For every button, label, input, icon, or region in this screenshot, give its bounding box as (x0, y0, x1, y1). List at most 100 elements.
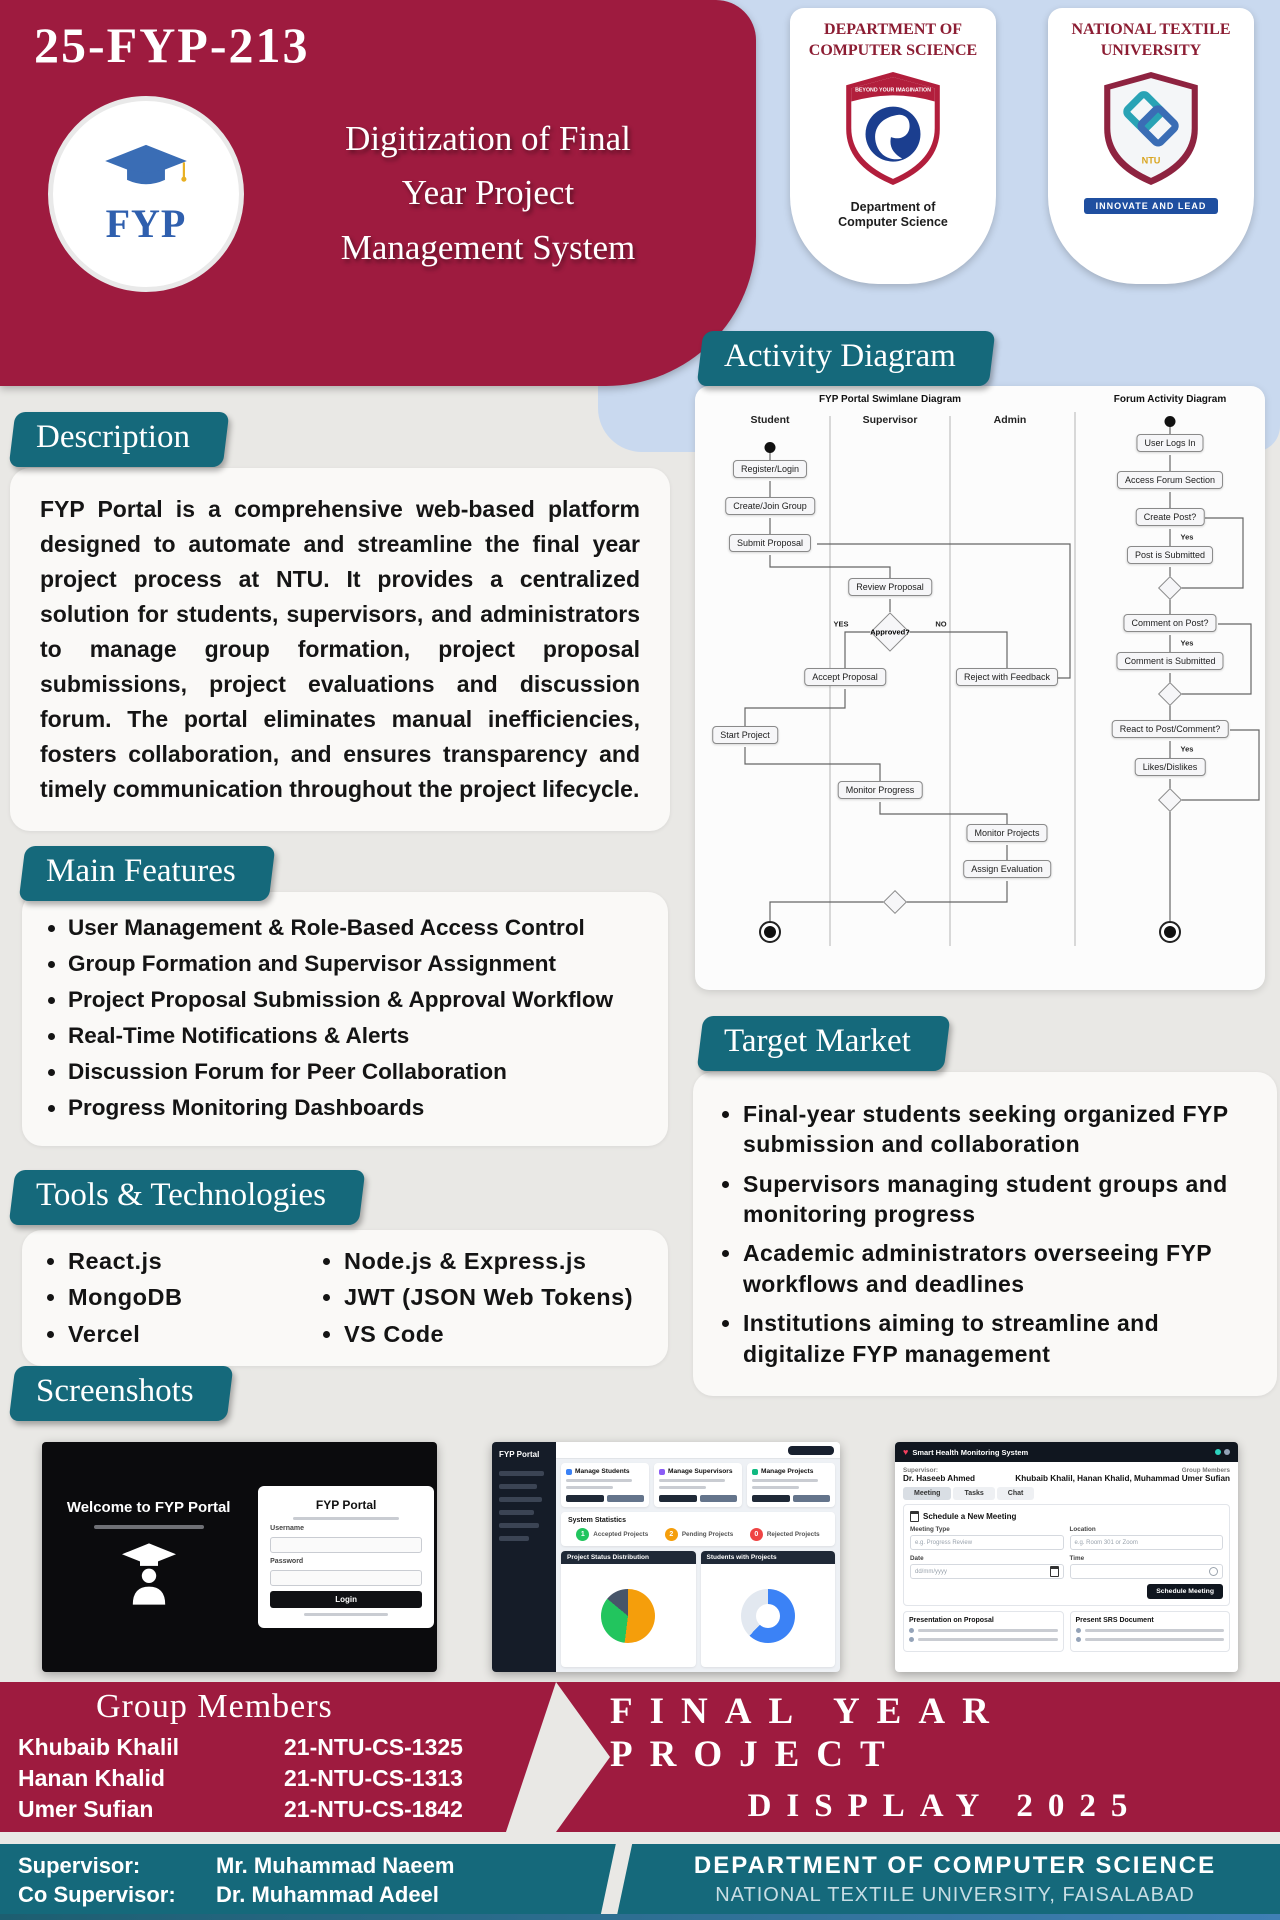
bullet-icon (1075, 1637, 1081, 1642)
login-card: FYP Portal Username Password Login (258, 1486, 435, 1628)
node-post-submitted: Post is Submitted (1126, 546, 1214, 564)
card-action-button[interactable] (699, 1495, 737, 1502)
tool-item: JWT (JSON Web Tokens) (344, 1281, 633, 1314)
supervisor-label: Supervisor: (903, 1467, 938, 1474)
label-yes: Yes (1180, 532, 1194, 542)
sidebar-item[interactable] (499, 1497, 542, 1502)
meeting-type-input[interactable]: e.g. Progress Review (910, 1535, 1064, 1550)
signup-link[interactable] (304, 1613, 388, 1616)
node-create-join-group: Create/Join Group (725, 497, 815, 515)
fyp-logo-text: FYP (105, 200, 187, 246)
tab-chat[interactable]: Chat (996, 1487, 1035, 1500)
dept-cs-title: DEPARTMENT OF COMPUTER SCIENCE (808, 21, 978, 59)
calendar-icon (910, 1511, 919, 1522)
location-label: Location (1069, 1526, 1096, 1533)
pie-chart (601, 1588, 656, 1643)
ntu-shield-icon: NTU (1100, 70, 1202, 192)
display-banner: FINAL YEAR PROJECT DISPLAY 2025 (556, 1682, 1280, 1832)
sidebar-item[interactable] (499, 1536, 529, 1541)
time-input[interactable] (1069, 1564, 1223, 1579)
node-assign-evaluation: Assign Evaluation (963, 860, 1051, 878)
svg-text:NTU: NTU (1142, 155, 1161, 165)
node-monitor-progress: Monitor Progress (837, 781, 923, 799)
node-review-proposal: Review Proposal (848, 578, 932, 596)
srs-panel: Present SRS Document (1069, 1611, 1230, 1652)
time-label: Time (1069, 1555, 1085, 1562)
banner-line1: FINAL YEAR PROJECT (610, 1690, 1006, 1775)
tool-item: Vercel (68, 1318, 318, 1351)
members-label: Group Members (1181, 1467, 1230, 1474)
schedule-meeting-form: Schedule a New Meeting Meeting Type e.g.… (903, 1504, 1230, 1606)
activity-diagram: FYP Portal Swimlane Diagram Student Supe… (695, 386, 1265, 990)
welcome-subtext (93, 1525, 204, 1529)
graduation-cap-icon (102, 142, 190, 198)
sidebar-item[interactable] (499, 1523, 539, 1528)
card-action-button[interactable] (752, 1495, 790, 1502)
node-accept-proposal: Accept Proposal (804, 668, 886, 686)
group-members-heading: Group Members (96, 1688, 333, 1725)
students-icon (566, 1468, 572, 1475)
target-market-panel: Final-year students seeking organized FY… (693, 1072, 1277, 1396)
node-register-login: Register/Login (732, 460, 808, 478)
login-button[interactable]: Login (270, 1591, 423, 1608)
node-submit-proposal: Submit Proposal (728, 534, 812, 552)
section-description-heading: Description (12, 412, 226, 467)
forum-end-node (1159, 921, 1181, 943)
fyp-logo: FYP (48, 96, 244, 292)
feature-item: Real-Time Notifications & Alerts (68, 1020, 646, 1052)
target-item: Institutions aiming to streamline and di… (743, 1308, 1253, 1369)
login-card-pane: FYP Portal Username Password Login (255, 1442, 437, 1672)
donut-chart (740, 1588, 795, 1643)
target-item: Supervisors managing student groups and … (743, 1169, 1253, 1230)
section-screenshots-heading: Screenshots (12, 1366, 230, 1421)
password-input[interactable] (270, 1570, 423, 1586)
project-id: 25-FYP-213 (34, 17, 310, 73)
footer-text: DEPARTMENT OF COMPUTER SCIENCE NATIONAL … (693, 1852, 1217, 1906)
tool-item: React.js (68, 1245, 318, 1278)
proposal-panel: Presentation on Proposal (903, 1611, 1064, 1652)
node-create-post: Create Post? (1135, 508, 1205, 526)
tab-tasks[interactable]: Tasks (953, 1487, 995, 1500)
sidebar-item[interactable] (499, 1471, 544, 1476)
dashboard-sidebar: FYP Portal (492, 1442, 556, 1672)
card-action-button[interactable] (566, 1495, 604, 1502)
topbar-user-button[interactable] (788, 1446, 834, 1455)
tools-list-col1: React.js MongoDB Vercel (42, 1242, 318, 1354)
login-card-subtext (292, 1517, 400, 1520)
poster-title: Digitization of Final Year Project Manag… (340, 119, 636, 267)
svg-text:BEYOND YOUR IMAGINATION: BEYOND YOUR IMAGINATION (855, 87, 931, 93)
forum-start-node (1164, 416, 1176, 427)
login-card-title: FYP Portal (315, 1498, 377, 1512)
node-react-post-comment: React to Post/Comment? (1111, 720, 1229, 738)
forum-title: Forum Activity Diagram (1113, 394, 1227, 405)
tools-panel: React.js MongoDB Vercel Node.js & Expres… (22, 1230, 668, 1367)
meeting-type-label: Meeting Type (910, 1526, 950, 1533)
students-projects-chart: Students with Projects (700, 1551, 835, 1667)
card-action-button[interactable] (606, 1495, 644, 1502)
username-input[interactable] (270, 1537, 423, 1553)
sidebar-item[interactable] (499, 1510, 534, 1515)
footer-band: Supervisor:Mr. Muhammad Naeem Co Supervi… (0, 1833, 1280, 1920)
manage-students-card: Manage Students (561, 1463, 649, 1507)
decision-approved-label: Approved? (870, 627, 910, 637)
username-label: Username (270, 1525, 304, 1532)
tool-item: Node.js & Express.js (344, 1245, 633, 1278)
card-action-button[interactable] (659, 1495, 697, 1502)
tab-meeting[interactable]: Meeting (903, 1487, 952, 1500)
lane-admin: Admin (993, 414, 1027, 426)
heart-icon: ♥ (903, 1447, 909, 1457)
node-start-project: Start Project (712, 726, 778, 744)
feature-item: Group Formation and Supervisor Assignmen… (68, 948, 646, 980)
location-input[interactable]: e.g. Room 301 or Zoom (1069, 1535, 1223, 1550)
date-input[interactable]: dd/mm/yyyy (910, 1564, 1064, 1579)
card-action-button[interactable] (792, 1495, 830, 1502)
schedule-meeting-button[interactable]: Schedule Meeting (1147, 1584, 1223, 1599)
section-target-market-heading: Target Market (700, 1016, 947, 1071)
target-market-list: Final-year students seeking organized FY… (717, 1099, 1253, 1369)
sidebar-item[interactable] (499, 1484, 537, 1489)
tools-list-col2: Node.js & Express.js JWT (JSON Web Token… (318, 1242, 633, 1354)
